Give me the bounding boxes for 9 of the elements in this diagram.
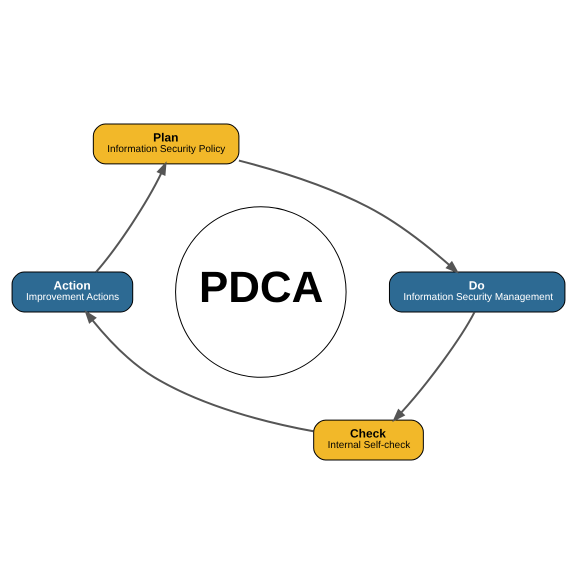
node-circle: PDCA (175, 206, 347, 378)
node-box: Plan Information Security Policy (92, 124, 240, 164)
node-box: Action Improvement Actions (12, 272, 134, 312)
node-box: Do Information Security Management (388, 272, 566, 312)
arrow (392, 312, 476, 422)
arrow (84, 310, 314, 432)
arrow (95, 161, 167, 273)
node-box: Check Internal Self-check (313, 420, 424, 460)
arrow (238, 160, 460, 274)
